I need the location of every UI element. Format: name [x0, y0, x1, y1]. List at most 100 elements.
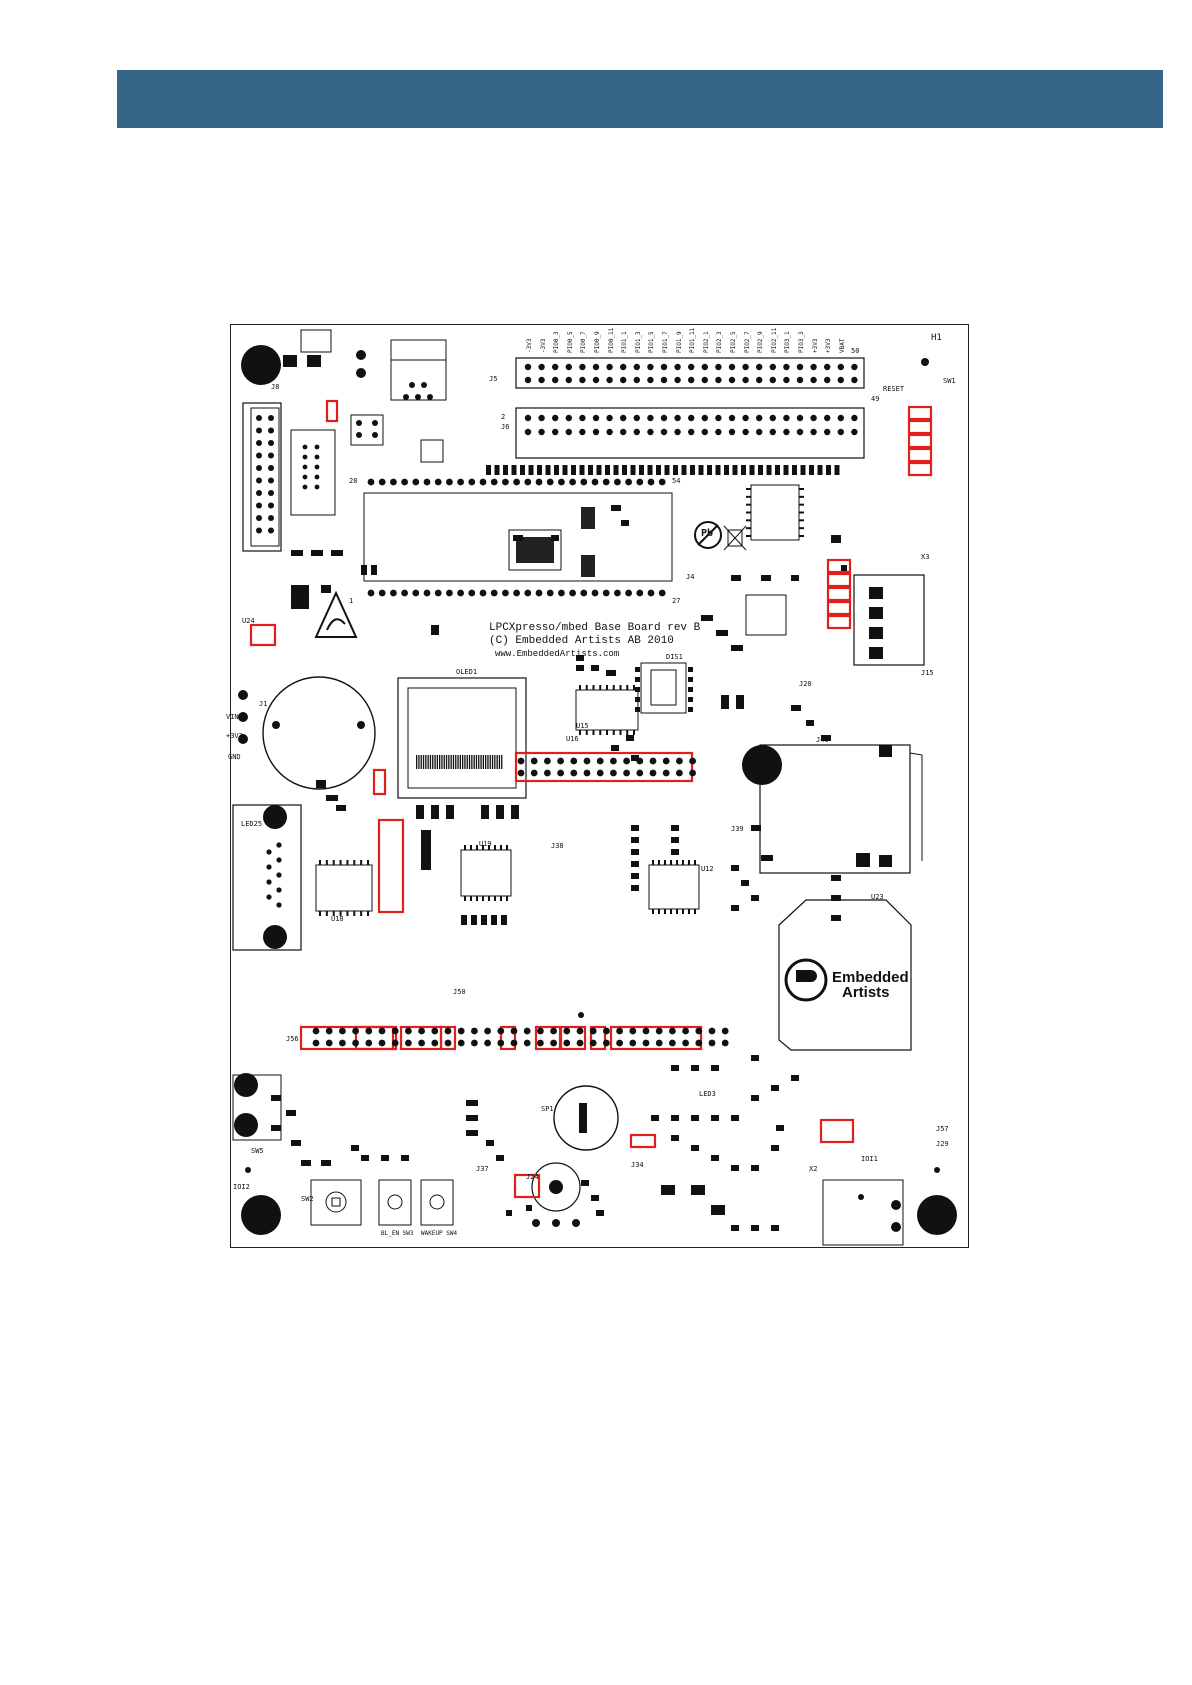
- ribbon-connector: [290, 429, 336, 516]
- flex-trace: [480, 755, 482, 769]
- header-pin: [471, 1027, 478, 1035]
- resistor: [826, 465, 831, 475]
- header-pin: [756, 376, 763, 384]
- label-j57: J57: [936, 1125, 949, 1133]
- socket-pin: [367, 589, 375, 597]
- header-pin: [444, 1027, 452, 1035]
- db9-pin: [266, 864, 272, 870]
- header-pin: [660, 363, 668, 371]
- flex-trace: [482, 755, 484, 769]
- smd-component: [711, 1115, 719, 1121]
- header-pin: [524, 376, 532, 384]
- flex-trace: [427, 755, 429, 769]
- connector-pin: [302, 464, 308, 470]
- header-pin: [728, 363, 736, 371]
- socket-pin: [658, 589, 666, 597]
- header-pin: [339, 1039, 346, 1047]
- header-pin: [405, 1039, 412, 1047]
- header-pin: [633, 414, 640, 422]
- resistor: [545, 465, 551, 475]
- header-pin: [418, 1039, 425, 1047]
- header-pin: [660, 376, 668, 384]
- socket-pin: [647, 589, 655, 597]
- mounting-hole: [742, 745, 782, 785]
- smd-component: [421, 830, 431, 870]
- smd-component: [806, 720, 814, 726]
- header-pin-label: PIO2_3: [716, 331, 724, 353]
- header-pin: [810, 363, 817, 371]
- chip-u8: [745, 594, 787, 636]
- header-pin: [538, 376, 545, 384]
- resistor: [809, 465, 814, 475]
- smd-component: [481, 915, 487, 925]
- second-header-connector: [515, 407, 865, 459]
- header-pin: [537, 1027, 544, 1035]
- header-pin: [715, 414, 722, 422]
- flex-trace: [457, 755, 459, 769]
- header-pin: [538, 363, 545, 371]
- header-pin: [325, 1027, 333, 1035]
- header-pin: [756, 414, 763, 422]
- header-pin: [676, 757, 683, 765]
- resistor: [494, 465, 500, 475]
- header-pin: [523, 1027, 531, 1035]
- socket-pin: [513, 589, 520, 597]
- resistor: [724, 465, 729, 475]
- header-pin: [579, 428, 586, 436]
- label-led3: LED3: [699, 1090, 716, 1098]
- socket-pin: [502, 478, 509, 486]
- label-pin2: 2: [501, 413, 506, 421]
- resistor-array: [486, 465, 840, 475]
- resistor: [639, 465, 644, 475]
- header-pin-label: PIO1_5: [648, 331, 656, 353]
- header-pin: [715, 363, 722, 371]
- chip-u19: [460, 845, 512, 901]
- header-pin: [457, 1027, 465, 1035]
- smd-component: [721, 695, 729, 709]
- flex-trace: [432, 755, 434, 769]
- socket-pin: [658, 478, 666, 486]
- resistor: [571, 465, 576, 475]
- connector-pin: [314, 484, 320, 490]
- jumper-highlight: [499, 1025, 517, 1051]
- header-pin: [530, 769, 538, 777]
- socket-pin: [614, 478, 621, 486]
- header-pin: [742, 428, 749, 436]
- socket-pin: [602, 478, 610, 486]
- header-pin-label: +3V3: [811, 338, 819, 353]
- label-j20: J20: [799, 680, 812, 688]
- board-diagram: LPCXpresso/mbed Base Board rev B (C) Emb…: [226, 324, 969, 1248]
- label-h1: H1: [931, 333, 942, 343]
- header-pin: [851, 428, 858, 436]
- smd-component: [466, 1115, 478, 1121]
- jumper-highlight: [609, 1025, 703, 1051]
- smd-component: [661, 1185, 675, 1195]
- resistor: [579, 465, 585, 475]
- header-pin: [783, 376, 790, 384]
- smd-component: [631, 849, 639, 855]
- header-pin: [647, 376, 654, 384]
- header-pin: [715, 428, 722, 436]
- label-j56: J56: [286, 1035, 299, 1043]
- header-pin: [629, 1027, 637, 1035]
- jumper-highlight: [514, 751, 694, 783]
- smd-component: [751, 895, 759, 901]
- header-pin: [851, 363, 858, 371]
- flex-trace: [439, 755, 441, 769]
- jumper-highlight: [325, 399, 339, 423]
- smd-component: [711, 1065, 719, 1071]
- header-pin: [769, 376, 776, 384]
- smd-component: [551, 535, 559, 541]
- flex-trace: [498, 755, 501, 769]
- socket-pin: [535, 478, 543, 486]
- flex-trace: [501, 755, 503, 769]
- label-j4: J4: [686, 573, 695, 581]
- header-pin: [592, 363, 600, 371]
- header-pin: [728, 376, 736, 384]
- connector-pin: [268, 465, 274, 471]
- header-pin: [538, 428, 545, 436]
- resistor: [554, 465, 559, 475]
- smd-component: [591, 665, 599, 671]
- flex-trace: [445, 755, 448, 769]
- header-pin: [517, 757, 525, 765]
